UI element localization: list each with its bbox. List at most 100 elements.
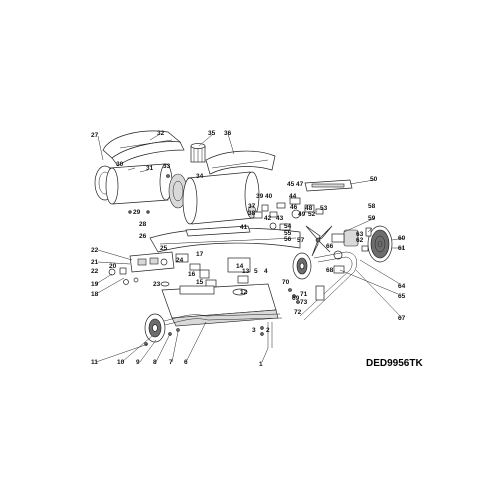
callout-66: 67 xyxy=(398,315,406,322)
callout-34: 34 xyxy=(196,173,204,180)
callout-3: 3 xyxy=(252,327,256,334)
control-knobs-part xyxy=(108,267,139,285)
callout-7: 7 xyxy=(169,359,173,366)
screws-part xyxy=(127,167,170,214)
callout-64: 65 xyxy=(398,293,406,300)
callout-29: 29 xyxy=(133,209,141,216)
callout-33: 33 xyxy=(163,163,171,170)
fan-blade-part xyxy=(305,225,333,257)
callout-56: 57 xyxy=(297,237,305,244)
callout-61: 62 xyxy=(356,237,364,244)
callout-19: 19 xyxy=(91,281,99,288)
callout-16: 16 xyxy=(188,271,196,278)
callout-11: 11 xyxy=(91,359,98,366)
fuel-tank-part xyxy=(161,283,279,327)
callout-9: 9 xyxy=(136,359,140,366)
callout-52: 53 xyxy=(320,205,328,212)
callout-15: 15 xyxy=(196,279,204,286)
callout-70: 71 xyxy=(300,291,308,298)
callout-22: 22 xyxy=(91,247,99,254)
right-wheel-part xyxy=(292,252,312,280)
callout-6: 6 xyxy=(184,359,188,366)
callout-13: 13 xyxy=(242,268,250,275)
model-code-label: DED9956TK xyxy=(366,358,423,369)
callout-45: 45 xyxy=(287,181,295,188)
motor-fitting-part xyxy=(361,227,372,252)
callout-21: 21 xyxy=(91,259,99,266)
callout-65: 66 xyxy=(326,243,334,250)
callout-69: 70 xyxy=(282,279,290,286)
callout-50: 50 xyxy=(370,176,378,183)
callout-40: 40 xyxy=(265,193,273,200)
callout-38: 38 xyxy=(248,210,256,217)
callout-55: 56 xyxy=(284,236,292,243)
handle-fittings-part xyxy=(288,265,345,304)
callout-46: 46 xyxy=(290,204,298,211)
callout-20: 20 xyxy=(109,263,117,270)
callout-48: 48 xyxy=(305,205,313,212)
callout-51: 52 xyxy=(308,211,316,218)
control-panel-part xyxy=(129,251,175,273)
bracket-plate-part xyxy=(304,179,353,192)
callout-14: 14 xyxy=(236,263,244,270)
callout-60: 61 xyxy=(398,245,406,252)
callout-28: 27 xyxy=(91,132,99,139)
callout-labels: 27 32 35 36 30 31 33 34 29 28 26 50 45 4… xyxy=(91,130,406,368)
callout-27: 28 xyxy=(139,221,147,228)
callout-67: 68 xyxy=(326,267,334,274)
callout-59: 60 xyxy=(398,235,406,242)
callout-72: 73 xyxy=(300,299,308,306)
callout-22b: 22 xyxy=(91,268,99,275)
callout-26: 26 xyxy=(139,233,147,240)
callout-23: 23 xyxy=(153,281,161,288)
callout-62: 63 xyxy=(356,231,364,238)
callout-63: 64 xyxy=(398,283,406,290)
callout-5: 5 xyxy=(254,268,258,275)
callout-18: 18 xyxy=(91,291,99,298)
callout-35: 35 xyxy=(208,130,216,137)
callout-49: 49 xyxy=(298,211,306,218)
wheel-frame-part xyxy=(159,313,283,348)
callout-47: 47 xyxy=(296,181,304,188)
combustion-chamber-part xyxy=(105,163,188,209)
lower-shell-part xyxy=(149,225,301,253)
filler-cap-part xyxy=(160,281,170,287)
callout-24: 24 xyxy=(176,257,184,264)
callout-10: 10 xyxy=(117,359,125,366)
callout-68: 69 xyxy=(292,295,300,302)
motor-part xyxy=(331,229,359,260)
callout-71: 72 xyxy=(294,309,302,316)
callout-32: 32 xyxy=(157,130,165,137)
filter-cylinder-part xyxy=(190,143,206,163)
callout-31: 31 xyxy=(146,165,154,172)
handle-frame-part xyxy=(299,251,357,321)
callout-37: 37 xyxy=(248,203,256,210)
bolts-part xyxy=(144,326,264,346)
callout-39: 39 xyxy=(256,193,264,200)
callout-57: 58 xyxy=(368,203,376,210)
callout-43: 43 xyxy=(276,215,284,222)
callout-8: 8 xyxy=(153,359,157,366)
leader-lines xyxy=(95,133,405,363)
upper-cover-part xyxy=(205,150,276,175)
callout-25: 25 xyxy=(160,245,168,252)
callout-41: 41 xyxy=(240,224,248,231)
callout-30: 30 xyxy=(116,161,124,168)
callout-2: 2 xyxy=(266,327,270,334)
upper-shell-part xyxy=(102,130,185,167)
left-wheel-part xyxy=(144,313,166,343)
electrical-components-part xyxy=(175,253,251,288)
main-body-cylinder-part xyxy=(182,171,260,225)
callout-1: 1 xyxy=(259,361,263,368)
callout-53: 54 xyxy=(284,223,292,230)
callout-4: 4 xyxy=(264,268,268,275)
rear-grille-part xyxy=(367,225,393,263)
callout-36: 36 xyxy=(224,130,232,137)
callout-58: 59 xyxy=(368,215,376,222)
callout-12: 12 xyxy=(240,289,248,296)
callout-42: 42 xyxy=(264,215,272,222)
callout-44: 44 xyxy=(289,193,297,200)
callout-54: 55 xyxy=(284,230,292,237)
callout-17: 17 xyxy=(196,251,204,258)
